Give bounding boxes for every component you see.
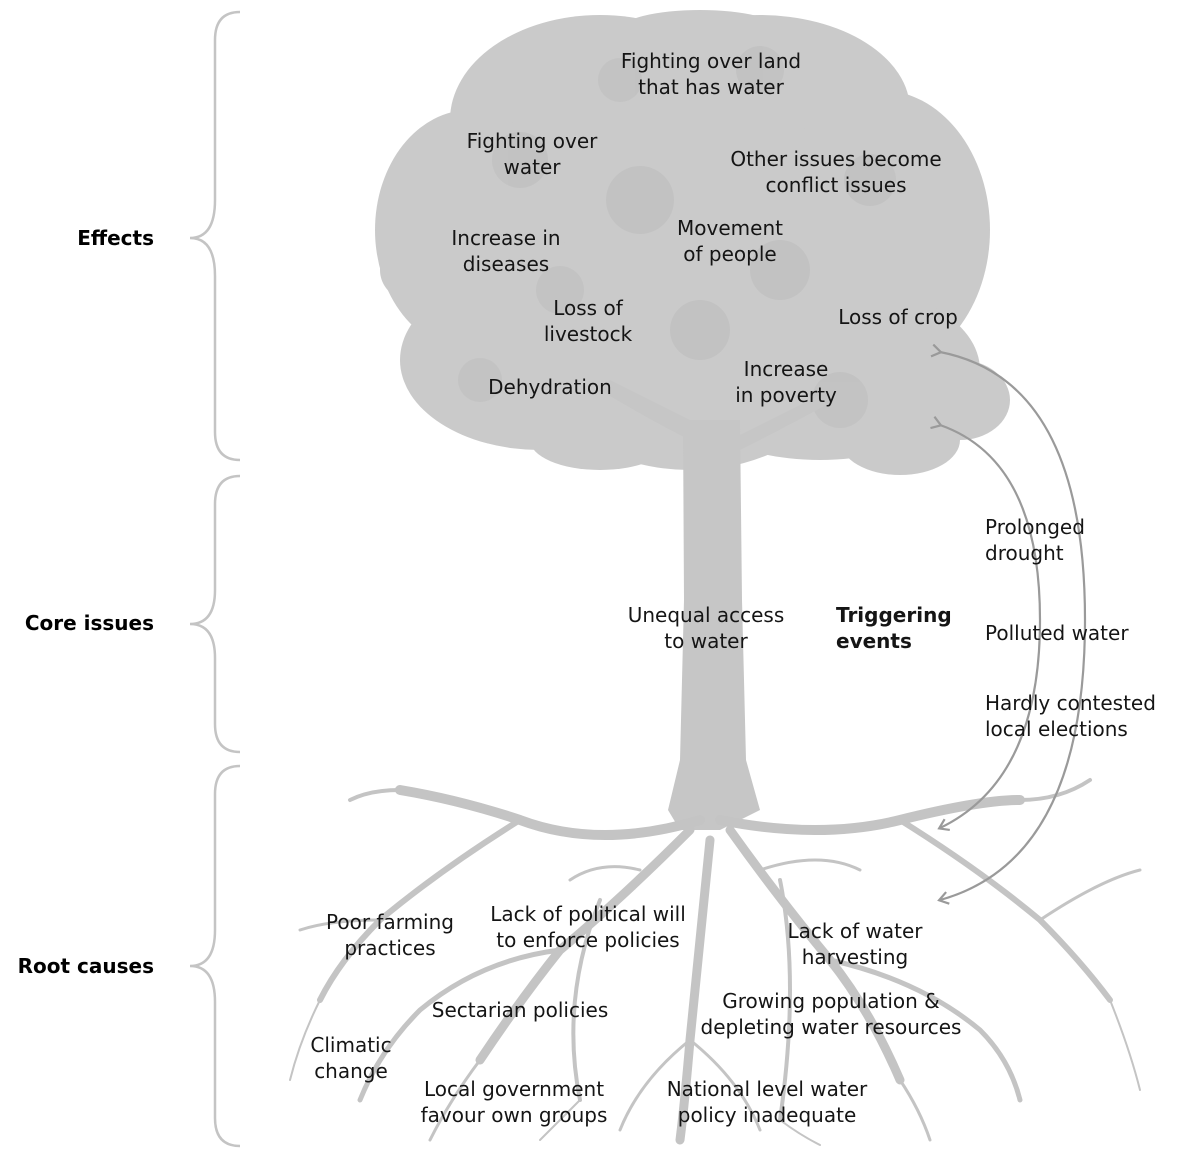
root-climatic-change: Climatic change — [310, 1033, 392, 1083]
trigger-hardly-contested-elections: Hardly contested local elections — [985, 691, 1156, 741]
arrow-outer — [930, 343, 1087, 905]
effect-loss-of-livestock: Loss of livestock — [543, 296, 633, 346]
tree-trunk — [600, 380, 826, 830]
arrow-inner — [930, 416, 1042, 832]
root-sectarian-policies: Sectarian policies — [431, 998, 609, 1022]
trigger-polluted-water: Polluted water — [985, 621, 1129, 645]
effect-dehydration: Dehydration — [488, 375, 612, 399]
triggering-events-title: Triggering events — [836, 603, 952, 653]
effect-fighting-over-water: Fighting over water — [466, 129, 598, 179]
brace-root-causes — [189, 764, 241, 1148]
tree-canopy — [375, 10, 1010, 475]
brace-effects — [189, 10, 241, 462]
canopy-texture — [458, 46, 896, 428]
trigger-arrows — [930, 343, 1087, 905]
section-effects: Effects — [77, 226, 154, 250]
root-national-water-policy: National level water policy inadequate — [666, 1077, 868, 1127]
tree-roots — [289, 778, 1142, 1146]
core-unequal-access: Unequal access to water — [627, 603, 785, 653]
effect-other-issues: Other issues become conflict issues — [730, 147, 942, 197]
root-lack-of-political-will: Lack of political will to enforce polici… — [490, 902, 686, 952]
effect-loss-of-crop: Loss of crop — [838, 305, 958, 329]
trigger-prolonged-drought: Prolonged drought — [985, 515, 1085, 565]
effect-fighting-over-land: Fighting over land that has water — [620, 49, 802, 99]
root-local-government: Local government favour own groups — [420, 1077, 608, 1127]
root-poor-farming: Poor farming practices — [326, 910, 454, 960]
brace-core-issues — [189, 474, 241, 754]
effect-movement-of-people: Movement of people — [677, 216, 783, 266]
root-lack-of-water-harvesting: Lack of water harvesting — [787, 919, 923, 969]
effect-increase-in-poverty: Increase in poverty — [735, 357, 837, 407]
section-core-issues: Core issues — [24, 611, 154, 635]
section-root-causes: Root causes — [17, 954, 154, 978]
root-growing-population: Growing population & depleting water res… — [700, 989, 962, 1039]
effect-increase-in-diseases: Increase in diseases — [451, 226, 561, 276]
